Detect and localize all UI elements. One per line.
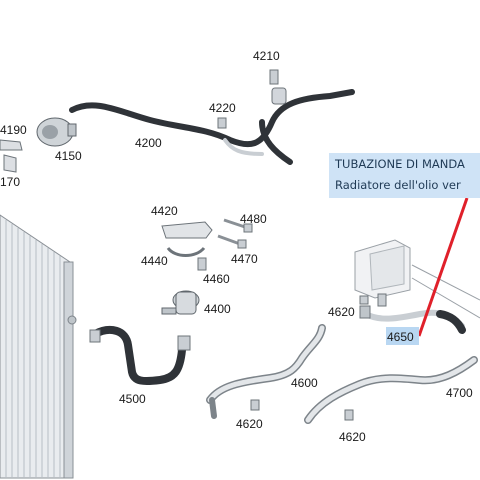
label-4620-bottom[interactable]: 4620 [339,430,366,444]
radiator [0,214,77,479]
clip-4620-top [359,293,387,307]
hose-4200 [69,89,355,165]
oil-cooler [354,239,480,319]
callout-pointer [417,197,469,337]
label-4420[interactable]: 4420 [151,204,178,218]
selected-part-highlight [386,327,419,345]
hose-4500 [89,326,191,385]
pipe-4600 [206,324,326,419]
pump-4150 [36,117,77,147]
bracket-4420 [161,221,213,257]
label-4500[interactable]: 4500 [119,392,146,406]
bracket-4190-4170 [0,139,23,173]
callout-title: TUBAZIONE DI MANDA [335,157,465,171]
clip-4620-left [250,399,260,411]
label-4700[interactable]: 4700 [446,386,473,400]
part-callout: TUBAZIONE DI MANDA Radiatore dell'olio v… [329,153,480,198]
label-4600[interactable]: 4600 [291,376,318,390]
label-4470[interactable]: 4470 [231,252,258,266]
label-4620-top[interactable]: 4620 [328,305,355,319]
callout-subtitle: Radiatore dell'olio ver [335,178,461,192]
label-4480[interactable]: 4480 [240,212,267,226]
label-4200[interactable]: 4200 [135,136,162,150]
pipe-4700 [304,356,478,424]
label-4620-left[interactable]: 4620 [236,417,263,431]
label-4170[interactable]: 170 [0,175,20,189]
bolt-4460 [197,257,207,271]
label-4190[interactable]: 4190 [0,123,27,137]
label-4220[interactable]: 4220 [209,101,236,115]
label-4460[interactable]: 4460 [203,272,230,286]
label-4210[interactable]: 4210 [253,49,280,63]
clip-4220 [217,117,227,129]
clip-4620-bottom [344,409,354,421]
connector-4210 [269,69,287,105]
bolt-4470 [217,234,247,249]
hose-4650 [359,305,466,334]
label-4150[interactable]: 4150 [55,149,82,163]
pump-4400 [161,290,200,315]
label-4440[interactable]: 4440 [141,254,168,268]
bolt-4480 [223,218,253,233]
label-4400[interactable]: 4400 [204,302,231,316]
